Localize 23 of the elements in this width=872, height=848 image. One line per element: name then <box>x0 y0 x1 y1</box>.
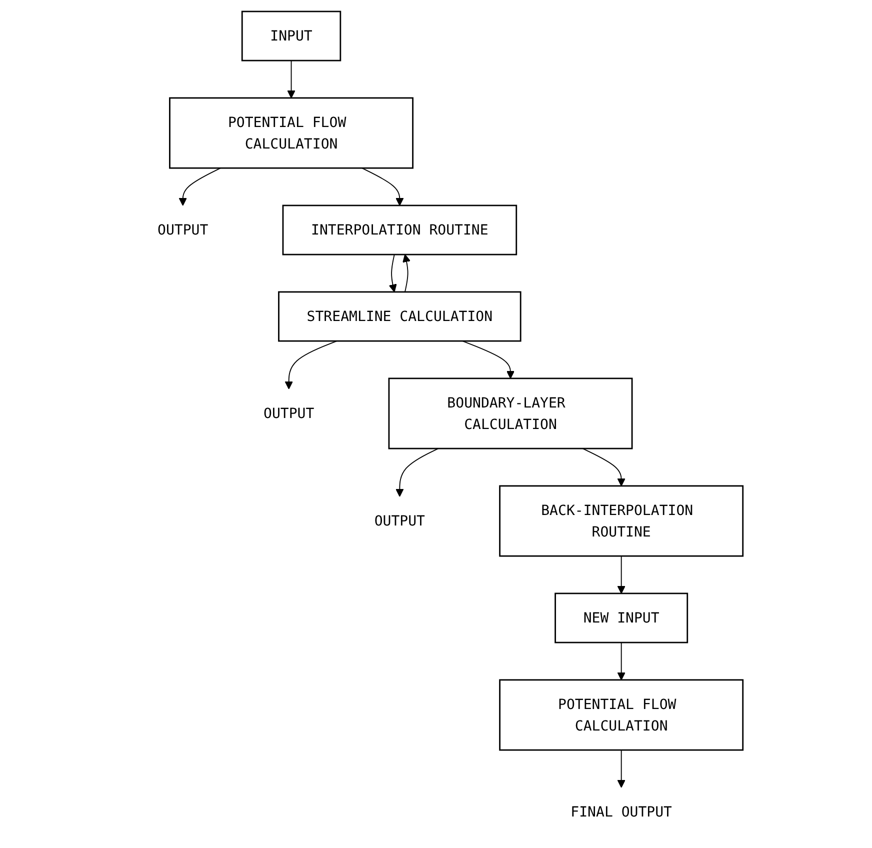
node-box: POTENTIAL FLOW CALCULATION <box>168 97 414 169</box>
arrow <box>617 750 626 788</box>
node-text: OUTPUT <box>374 512 425 530</box>
arrow <box>395 448 439 497</box>
node-text: OUTPUT <box>263 404 314 422</box>
node-box: INPUT <box>241 10 341 62</box>
arrow <box>388 254 397 292</box>
node-text: FINAL OUTPUT <box>570 803 672 820</box>
arrow <box>617 556 626 594</box>
arrow <box>582 448 626 486</box>
arrow <box>178 168 221 206</box>
node-box: BOUNDARY-LAYER CALCULATION <box>388 378 633 450</box>
node-text: OUTPUT <box>157 221 208 238</box>
node-box: POTENTIAL FLOW CALCULATION <box>498 679 744 751</box>
arrow <box>617 642 626 680</box>
node-box: NEW INPUT <box>554 592 688 644</box>
arrow <box>361 168 404 206</box>
node-box: INTERPOLATION ROUTINE <box>282 204 517 256</box>
arrow <box>286 60 296 98</box>
arrow <box>284 340 338 390</box>
arrow <box>402 254 410 292</box>
node-box: BACK-INTERPOLATION ROUTINE <box>498 485 744 557</box>
node-box: STREAMLINE CALCULATION <box>278 291 522 342</box>
